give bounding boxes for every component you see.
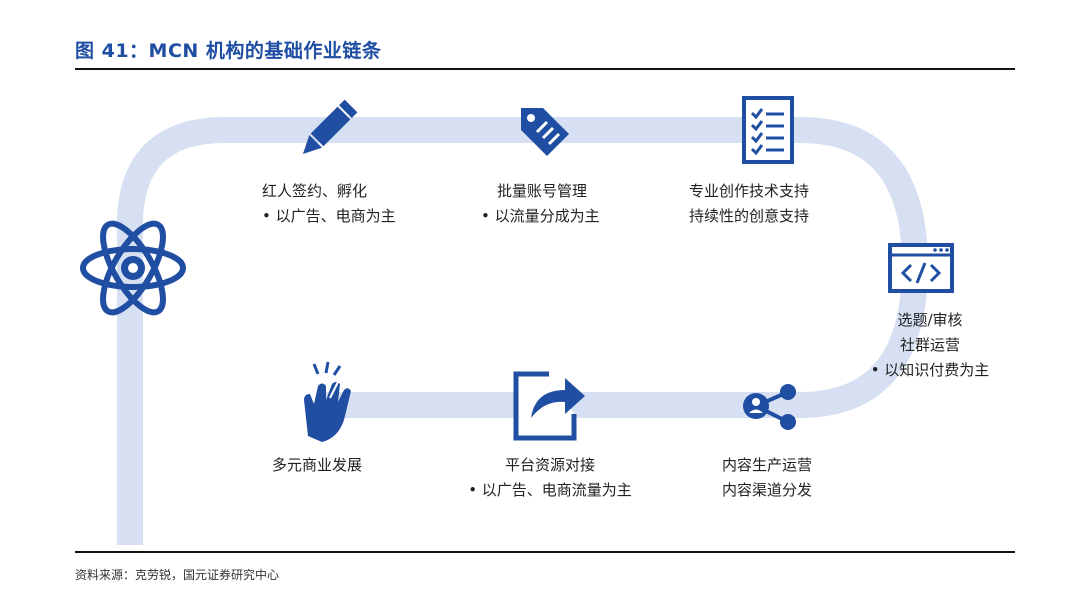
step-creative-support: 专业创作技术支持 持续性的创意支持 — [689, 179, 809, 229]
step-line: • 以知识付费为主 — [870, 361, 990, 379]
step-line: 红人签约、孵化 — [262, 182, 368, 200]
tag-icon — [521, 108, 569, 156]
step-line: 内容生产运营 — [722, 456, 813, 474]
step-topic-community: 选题/审核 社群运营 • 以知识付费为主 — [850, 308, 1010, 383]
step-content-production: 内容生产运营 内容渠道分发 — [722, 453, 812, 503]
code-window-icon — [888, 243, 954, 293]
step-sign-incubate: 红人签约、孵化 • 以广告、电商为主 — [262, 179, 396, 229]
step-account-management: 批量账号管理 • 以流量分成为主 — [481, 179, 600, 229]
figure-title: 图 41：MCN 机构的基础作业链条 — [75, 40, 382, 62]
share-icon — [743, 384, 796, 430]
step-diversified-business: 多元商业发展 — [272, 453, 362, 478]
step-line: • 以广告、电商为主 — [262, 207, 396, 225]
step-line: 专业创作技术支持 — [689, 182, 810, 200]
step-line: 多元商业发展 — [272, 456, 363, 474]
clapping-hands-icon — [304, 361, 351, 442]
top-rule — [75, 68, 1015, 70]
step-line: • 以流量分成为主 — [481, 207, 600, 225]
step-line: 内容渠道分发 — [722, 481, 813, 499]
flow-track — [117, 117, 929, 545]
step-line: 批量账号管理 — [497, 182, 588, 200]
step-platform-resources: 平台资源对接 • 以广告、电商流量为主 — [440, 453, 660, 503]
step-line: • 以广告、电商流量为主 — [468, 481, 632, 499]
step-line: 平台资源对接 — [504, 456, 595, 474]
export-icon — [513, 371, 585, 441]
step-line: 选题/审核 — [897, 311, 963, 329]
bottom-rule — [75, 551, 1015, 553]
step-line: 持续性的创意支持 — [689, 207, 810, 225]
checklist-icon — [742, 96, 794, 164]
source-note: 资料来源：克劳锐，国元证券研究中心 — [75, 568, 280, 582]
atom-icon — [80, 220, 186, 316]
step-line: 社群运营 — [899, 336, 960, 354]
